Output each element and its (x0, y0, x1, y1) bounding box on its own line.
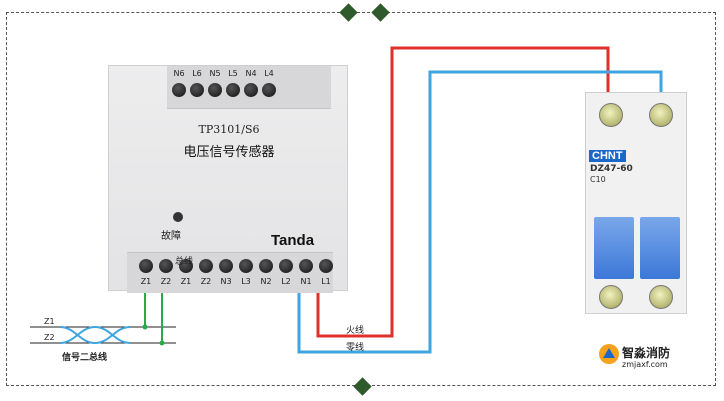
terminal-screw (259, 259, 273, 273)
terminal-screw (279, 259, 293, 273)
breaker-rating: C10 (590, 175, 606, 184)
terminal-label-n3: N3 (220, 277, 232, 286)
bus-z1-label: Z1 (44, 317, 55, 326)
terminal-screw (199, 259, 213, 273)
bus-twist-b (59, 325, 131, 344)
fault-led-indicator (173, 212, 183, 222)
terminal-screw (208, 83, 222, 97)
module-model: TP3101/S6 (198, 123, 260, 136)
terminal-label-l1: L1 (321, 277, 331, 286)
bus-twist-a (59, 326, 131, 345)
terminal-label-l5: L5 (228, 69, 238, 78)
terminal-screw (190, 83, 204, 97)
bus-junction-z2 (159, 340, 165, 346)
circuit-breaker: CHNT DZ47-60 C10 (585, 92, 687, 314)
bus-terminal-label: 总线 (175, 257, 194, 267)
breaker-brand: CHNT (589, 150, 626, 162)
terminal-screw (239, 259, 253, 273)
signal-bus-caption: 信号二总线 (62, 353, 108, 363)
terminal-label-n4: N4 (245, 69, 257, 78)
logo-icon (599, 344, 619, 364)
neutral-wire (297, 70, 663, 354)
top-terminal-block: N6 L6 N5 L5 N4 L4 (167, 66, 331, 109)
terminal-label-z1: Z1 (180, 277, 192, 286)
terminal-screw (179, 259, 193, 273)
module-brand: Tanda (271, 232, 315, 249)
terminal-screw (172, 83, 186, 97)
bus-z2-label: Z2 (44, 333, 55, 342)
terminal-label-l6: L6 (192, 69, 202, 78)
neutral-wire-label: 零线 (346, 343, 365, 353)
module-name: 电压信号传感器 (183, 145, 275, 160)
terminal-label-z2: Z2 (200, 277, 212, 286)
terminal-screw (226, 83, 240, 97)
breaker-model: DZ47-60 (590, 164, 633, 174)
terminal-label-n2: N2 (260, 277, 272, 286)
terminal-label-n1: N1 (300, 277, 312, 286)
breaker-toggle-left[interactable] (594, 217, 634, 279)
terminal-label-n5: N5 (209, 69, 221, 78)
breaker-screw-top-right (649, 103, 673, 127)
breaker-screw-top-left (599, 103, 623, 127)
breaker-screw-bottom-right (649, 285, 673, 309)
fault-label: 故障 (161, 231, 181, 242)
logo-url: zmjaxf.com (622, 360, 668, 369)
terminal-screw (244, 83, 258, 97)
terminal-screw (139, 259, 153, 273)
bottom-terminal-block: Z1 Z2 Z1 Z2 N3 L3 N2 L2 N1 L1 (127, 252, 333, 293)
terminal-screw (299, 259, 313, 273)
live-wire (316, 46, 610, 338)
terminal-screw (159, 259, 173, 273)
terminal-label-l2: L2 (281, 277, 291, 286)
terminal-label-l4: L4 (264, 69, 274, 78)
breaker-toggle-right[interactable] (640, 217, 680, 279)
terminal-label-n6: N6 (173, 69, 185, 78)
terminal-label-z1: Z1 (140, 277, 152, 286)
terminal-screw (319, 259, 333, 273)
voltage-sensor-module: N6 L6 N5 L5 N4 L4 TP3101/S6 电压信号传感器 故障 T… (108, 65, 348, 293)
logo-name: 智淼消防 (622, 346, 671, 360)
terminal-label-z2: Z2 (160, 277, 172, 286)
terminal-label-l3: L3 (241, 277, 251, 286)
breaker-screw-bottom-left (599, 285, 623, 309)
bus-junction-z1 (142, 324, 148, 330)
terminal-screw (219, 259, 233, 273)
live-wire-label: 火线 (346, 326, 365, 336)
terminal-screw (262, 83, 276, 97)
